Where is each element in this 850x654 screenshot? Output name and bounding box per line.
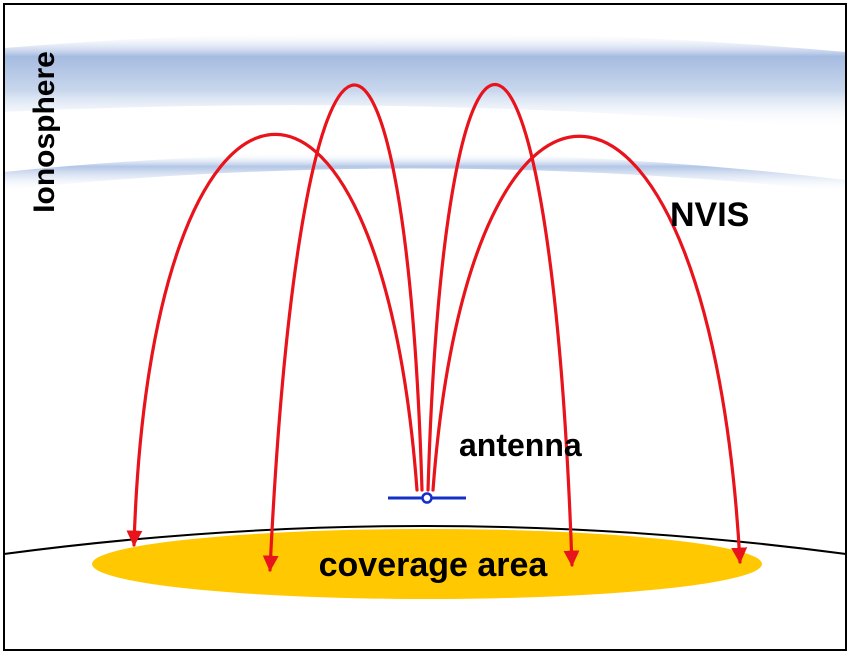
ionosphere-upper-band <box>4 31 846 131</box>
ray-group <box>126 83 748 572</box>
ray-outer-left <box>126 132 419 547</box>
ionosphere-label: Ionosphere <box>28 51 61 213</box>
coverage-area-label: coverage area <box>319 546 549 584</box>
ray-outer-right <box>431 134 748 564</box>
coverage-area <box>92 529 762 599</box>
frame-border <box>3 3 847 651</box>
ray-inner-left <box>262 83 424 572</box>
antenna <box>388 492 466 504</box>
antenna-feedpoint <box>421 492 433 504</box>
ray-inner-right <box>426 83 580 567</box>
nvis-label: NVIS <box>670 196 749 234</box>
ionosphere-lower-band <box>4 152 846 192</box>
ground-line <box>3 525 847 555</box>
antenna-label: antenna <box>459 427 582 463</box>
